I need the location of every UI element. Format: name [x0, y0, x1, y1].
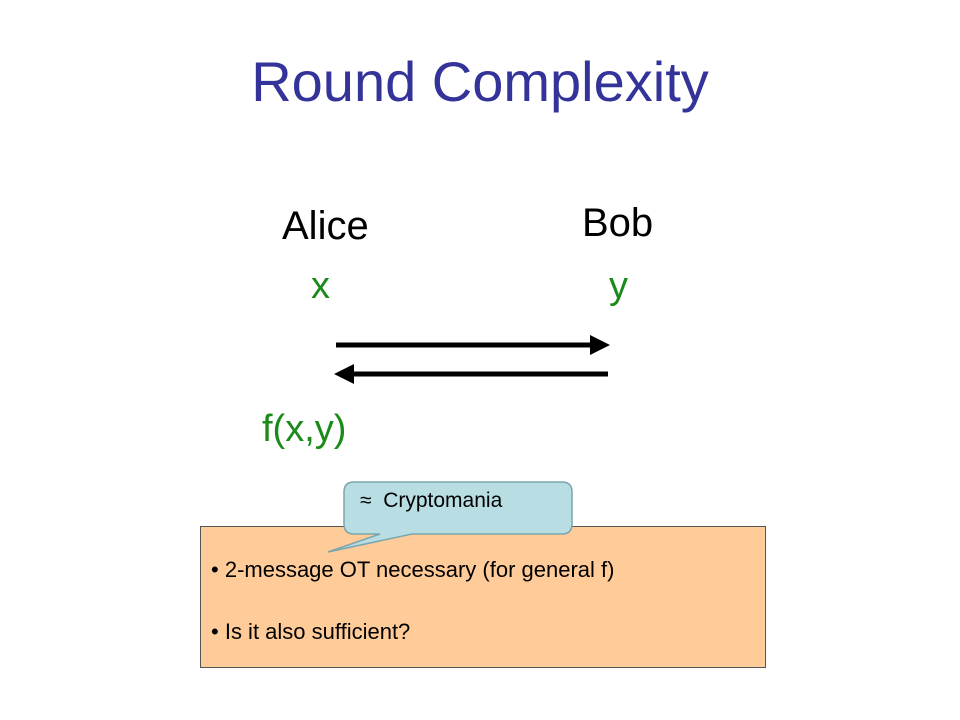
callout-text: Cryptomania [383, 489, 503, 512]
alice-label: Alice [282, 204, 369, 248]
approx-icon: ≈ [360, 489, 372, 512]
arrow-alice-to-bob [336, 335, 610, 355]
alice-input: x [311, 265, 330, 307]
arrow-bob-to-alice [334, 364, 608, 384]
output-function: f(x,y) [262, 408, 347, 450]
note-item: • 2-message OT necessary (for general f) [211, 557, 615, 582]
slide-title: Round Complexity [251, 50, 709, 113]
callout-label: ≈ Cryptomania [360, 490, 560, 511]
bob-label: Bob [582, 201, 654, 245]
note-item: • Is it also sufficient? [211, 619, 411, 644]
notes-box: • 2-message OT necessary (for general f)… [200, 526, 766, 668]
bob-input: y [609, 265, 628, 307]
note-text: Is it also sufficient? [224, 619, 411, 644]
note-text: 2-message OT necessary (for general f) [224, 557, 615, 582]
